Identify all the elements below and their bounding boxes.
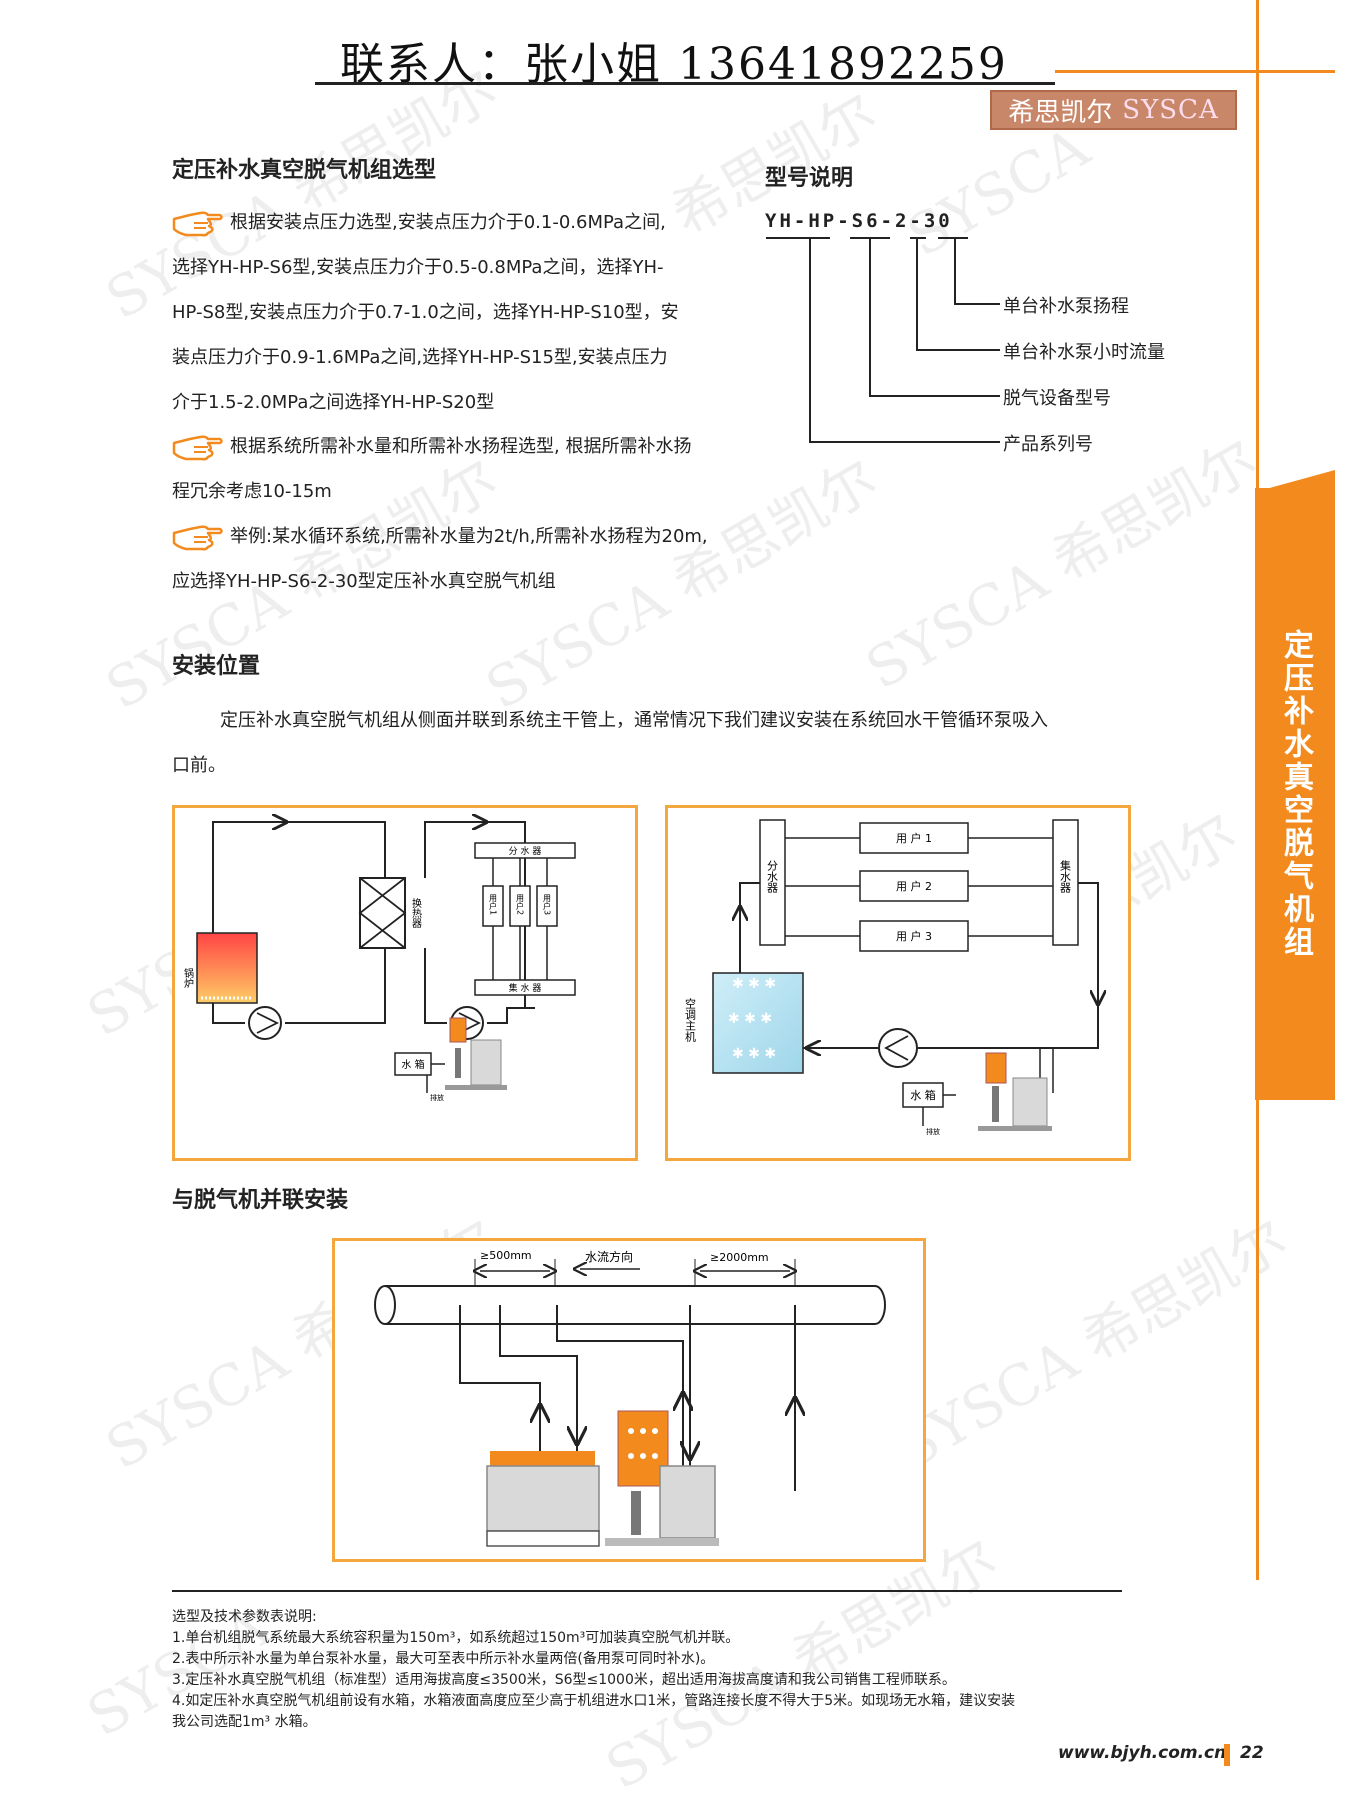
- svg-text:✱ ✱ ✱: ✱ ✱ ✱: [732, 1046, 776, 1062]
- chiller-label: 空调主机: [684, 997, 697, 1042]
- model-title: 型号说明: [765, 166, 854, 191]
- user-2-label: 用 户 2: [896, 879, 932, 893]
- water-distributor: [759, 819, 786, 946]
- header-accent-line: [1055, 70, 1335, 73]
- footer-website-link[interactable]: www.bjyh.com.cn: [1058, 1743, 1227, 1763]
- user-3-label: 用 户 3: [896, 929, 932, 943]
- svg-text:✱ ✱ ✱: ✱ ✱ ✱: [728, 1011, 772, 1027]
- water-distributor-label: 分水器: [766, 860, 779, 894]
- watermark: SYSCA 希思凯尔: [855, 426, 1269, 703]
- boiler-label: 锅炉: [182, 968, 194, 989]
- water-tank-label: 水 箱: [910, 1088, 936, 1102]
- model-legend-pump-head: 单台补水泵扬程: [1003, 296, 1129, 317]
- model-legend-pump-flow: 单台补水泵小时流量: [1003, 342, 1165, 363]
- water-distributor: [474, 842, 576, 859]
- distance-label-500: ≥500mm: [480, 1249, 532, 1262]
- note-line: 我公司选配1m³ 水箱。: [172, 1714, 317, 1730]
- model-legend-degasser-model: 脱气设备型号: [1003, 388, 1111, 409]
- footer-accent-bar: [1224, 1744, 1230, 1766]
- model-code-leader-lines: [766, 237, 1000, 443]
- svg-text:✱ ✱ ✱: ✱ ✱ ✱: [732, 976, 776, 992]
- boiler: [196, 932, 258, 1004]
- install-title: 安装位置: [172, 654, 261, 679]
- contact-line: 联系人：张小姐 13641892259: [340, 39, 1008, 90]
- cooling-system-diagram: 分水器 集水器 用 户 1 用 户 2 用 户 3 ✱ ✱ ✱ ✱ ✱ ✱ ✱ …: [665, 805, 1131, 1161]
- selection-paragraph-3: 举例:某水循环系统,所需补水量为2t/h,所需补水扬程为20m, 应选择YH-H…: [172, 514, 752, 604]
- note-line: 2.表中所示补水量为单台泵补水量，最大可至表中所示补水量两倍(备用泵可同时补水)…: [172, 1651, 715, 1667]
- page-number: 22: [1240, 1743, 1264, 1763]
- drain-label: 排放: [926, 1127, 940, 1136]
- water-distributor-label: 分 水 器: [509, 845, 542, 857]
- circulation-pump-icon: [878, 1028, 918, 1068]
- parallel-install-title: 与脱气机并联安装: [172, 1188, 349, 1213]
- selection-paragraph-1: 根据安装点压力选型,安装点压力介于0.1-0.6MPa之间, 选择YH-HP-S…: [172, 200, 752, 425]
- heat-exchanger: [358, 877, 407, 949]
- technical-notes: 选型及技术参数表说明: 1.单台机组脱气系统最大系统容积量为150m³，如系统超…: [172, 1607, 1172, 1733]
- circulation-pump-icon: [248, 1006, 282, 1040]
- side-tab-label: 定压补水真空脱气机组: [1255, 488, 1335, 1100]
- selection-title: 定压补水真空脱气机组选型: [172, 158, 437, 183]
- water-collector-label: 集水器: [1059, 859, 1072, 894]
- notes-divider: [172, 1590, 1122, 1592]
- user-2-label: 用户2: [516, 894, 525, 915]
- drain-label: 排放: [430, 1093, 444, 1102]
- pointing-hand-icon: [172, 433, 224, 461]
- parallel-install-diagram: ≥500mm 水流方向 ≥2000mm: [332, 1238, 926, 1562]
- degassing-unit: [978, 1052, 1052, 1131]
- note-line: 1.单台机组脱气系统最大系统容积量为150m³，如系统超过150m³可加装真空脱…: [172, 1630, 740, 1646]
- water-tank-label: 水 箱: [401, 1058, 424, 1071]
- water-collector-label: 集 水 器: [509, 982, 542, 994]
- brand-logo: 希思凯尔 SYSCA: [990, 90, 1237, 130]
- vacuum-degasser-unit: [486, 1451, 600, 1547]
- brand-logo-cn: 希思凯尔: [1008, 97, 1113, 128]
- contact-underline: [315, 82, 1055, 85]
- flow-direction-label: 水流方向: [585, 1249, 633, 1264]
- degassing-unit: [445, 1017, 507, 1090]
- model-legend-product-series: 产品系列号: [1003, 434, 1093, 455]
- user-1-label: 用 户 1: [896, 831, 932, 845]
- install-description: 定压补水真空脱气机组从侧面并联到系统主干管上，通常情况下我们建议安装在系统回水干…: [172, 710, 1048, 776]
- heat-exchanger-label: 换热器: [410, 897, 422, 929]
- heating-system-diagram: 锅炉 换热器 分 水 器 用户1 用户2 用户3 集 水 器 水 箱 排放: [172, 805, 638, 1161]
- selection-paragraph-2: 根据系统所需补水量和所需补水扬程选型, 根据所需补水扬 程冗余考虑10-15m: [172, 424, 752, 514]
- pressurization-degassing-unit: [605, 1410, 719, 1546]
- note-line: 3.定压补水真空脱气机组（标准型）适用海拔高度≤3500米，S6型≤1000米，…: [172, 1672, 956, 1688]
- model-code: YH-HP-S6-2-30: [765, 210, 953, 232]
- chiller-unit: [712, 972, 804, 1074]
- watermark: SYSCA 希思凯尔: [885, 1206, 1299, 1483]
- distance-label-2000: ≥2000mm: [710, 1251, 769, 1264]
- water-collector: [474, 979, 576, 996]
- pointing-hand-icon: [172, 209, 224, 237]
- brand-logo-en: SYSCA: [1122, 95, 1219, 125]
- user-1-label: 用户1: [489, 894, 498, 915]
- main-pipe: [374, 1285, 886, 1325]
- pointing-hand-icon: [172, 523, 224, 551]
- notes-title: 选型及技术参数表说明:: [172, 1609, 317, 1625]
- note-line: 4.如定压补水真空脱气机组前设有水箱，水箱液面高度应至少高于机组进水口1米，管路…: [172, 1693, 1016, 1709]
- user-3-label: 用户3: [543, 894, 552, 915]
